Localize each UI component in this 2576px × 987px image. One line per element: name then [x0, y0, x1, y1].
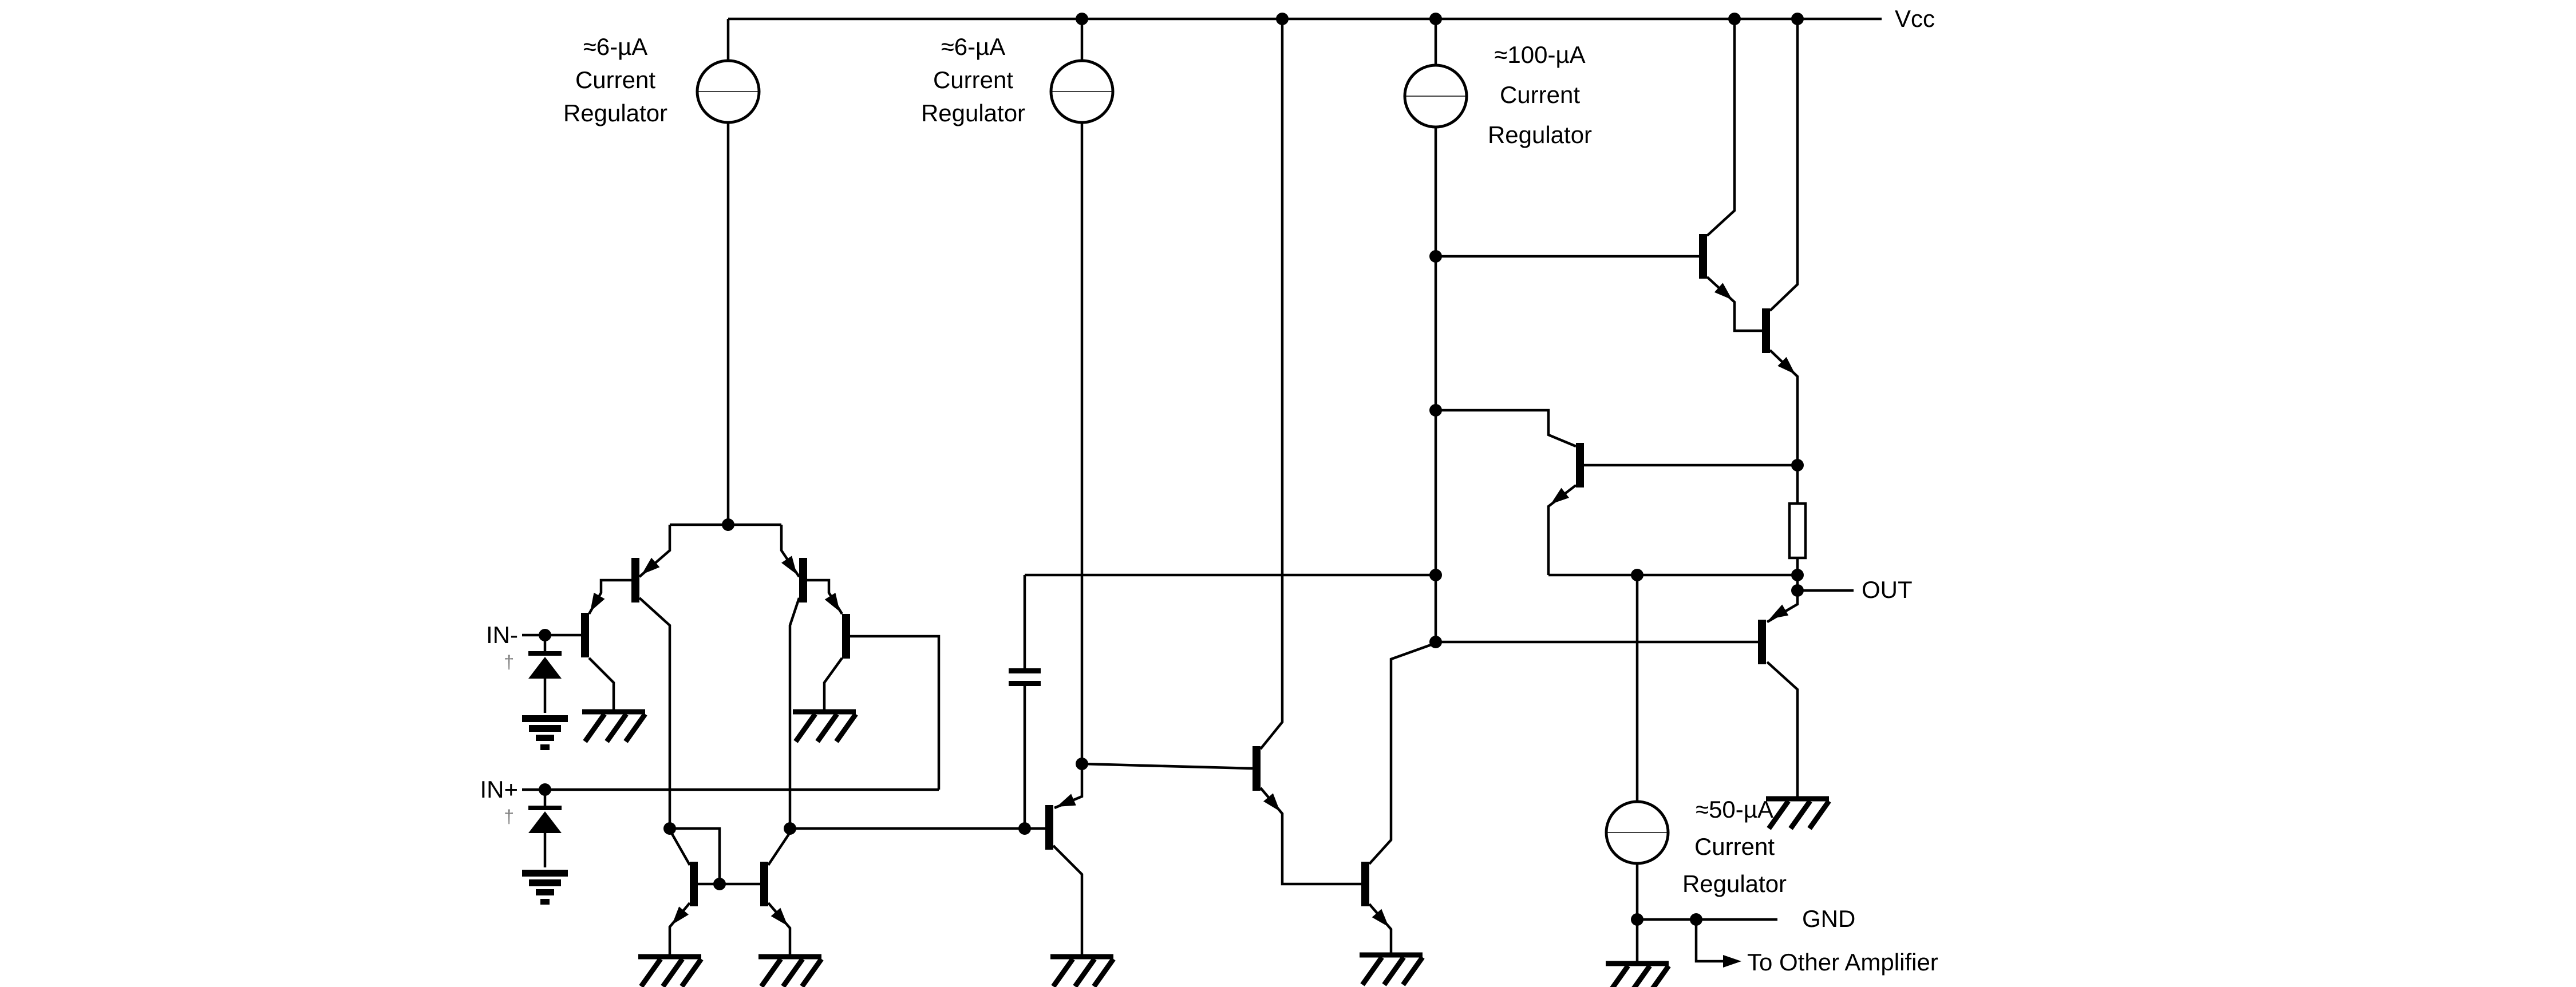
transistor-q4-inplus — [842, 614, 850, 659]
regulator-label-6ua-2: ≈6-µA Current Regulator — [921, 33, 1025, 126]
input-clamp-diode-minus — [528, 651, 562, 679]
svg-text:≈50-µA: ≈50-µA — [1696, 796, 1773, 823]
bias-gnd-wires — [1635, 575, 1777, 963]
transistor-out-darlington-1 — [1699, 234, 1707, 279]
svg-text:≈6-µA: ≈6-µA — [583, 33, 648, 60]
transistor-q3-diff-right — [799, 558, 807, 602]
mirror-wires — [668, 827, 792, 954]
out-label: OUT — [1862, 576, 1913, 603]
svg-text:Regulator: Regulator — [1488, 121, 1592, 148]
transistor-bars — [581, 234, 1770, 906]
svg-text:Current: Current — [1694, 833, 1775, 860]
svg-text:Current: Current — [1500, 81, 1580, 108]
regulator-label-100ua: ≈100-µA Current Regulator — [1488, 41, 1592, 148]
to-other-amplifier-label: To Other Amplifier — [1747, 949, 1938, 976]
regulator-label-50ua: ≈50-µA Current Regulator — [1682, 796, 1787, 897]
svg-text:Regulator: Regulator — [1682, 870, 1787, 897]
input-clamp-diode-plus — [528, 806, 562, 833]
earth-ground-symbols — [522, 715, 568, 905]
svg-text:Current: Current — [933, 66, 1013, 93]
output-resistor — [1788, 502, 1807, 560]
gnd-label: GND — [1802, 905, 1855, 932]
current-regulator-6ua-2 — [1049, 59, 1115, 124]
transistor-q6-npn — [1576, 443, 1584, 487]
svg-text:≈100-µA: ≈100-µA — [1494, 41, 1585, 68]
svg-text:Regulator: Regulator — [921, 100, 1025, 126]
current-regulator-50ua — [1605, 800, 1670, 865]
gain-node-wires — [790, 573, 1436, 830]
regulator-label-6ua-1: ≈6-µA Current Regulator — [563, 33, 667, 126]
in-plus-label: IN+ — [480, 776, 518, 803]
svg-text:≈6-µA: ≈6-µA — [941, 33, 1006, 60]
current-regulator-100ua — [1403, 64, 1468, 129]
in-minus-dagger: † — [504, 652, 514, 672]
junction-dots — [539, 13, 1804, 926]
to-other-amplifier-arrow — [1723, 955, 1741, 968]
transistor-out-darlington-2 — [1762, 308, 1770, 353]
second-stage-wires — [1052, 19, 1436, 954]
input-stage-wires — [522, 19, 941, 829]
transistor-q11-driver — [1361, 862, 1369, 906]
transistor-q1-inminus — [581, 613, 589, 657]
in-plus-dagger: † — [504, 806, 514, 827]
transistor-q2-diff-left — [631, 558, 639, 602]
transistor-mirror-left — [690, 862, 698, 906]
compensation-capacitor — [1009, 668, 1041, 686]
vcc-label: Vcc — [1895, 5, 1935, 32]
svg-text:Regulator: Regulator — [563, 100, 667, 126]
in-minus-label: IN- — [486, 621, 518, 648]
svg-text:Current: Current — [575, 66, 655, 93]
emitter-arrows — [590, 283, 1795, 927]
chassis-ground-symbols — [582, 709, 1831, 987]
transistor-clamp-pnp — [1045, 805, 1053, 850]
current-regulator-6ua-1 — [696, 59, 761, 124]
transistor-out-pnp — [1758, 620, 1766, 664]
transistor-mirror-right — [760, 862, 768, 906]
transistor-q10-driver — [1253, 746, 1261, 791]
